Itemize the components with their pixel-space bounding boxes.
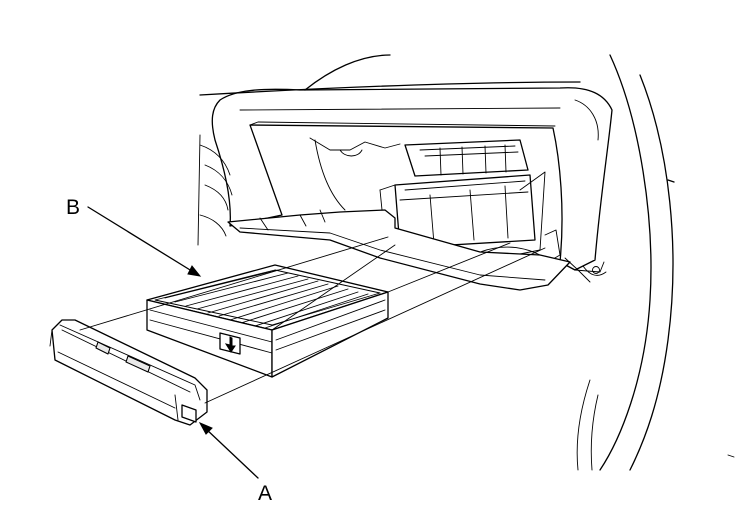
- callout-b-label: B: [66, 196, 80, 219]
- alignment-lines: [79, 236, 546, 404]
- filter-pleats: [164, 269, 369, 330]
- callout-a-label: A: [258, 482, 272, 505]
- dashboard-outline: [197, 54, 735, 471]
- glove-box-frame: [211, 87, 613, 283]
- glove-box-interior: [227, 137, 571, 291]
- filter-cover: [49, 319, 208, 426]
- airflow-arrow-icon: [219, 332, 241, 355]
- callout-a-leader: [198, 421, 259, 479]
- air-filter-element: [146, 264, 389, 378]
- callout-b-leader: [87, 206, 202, 277]
